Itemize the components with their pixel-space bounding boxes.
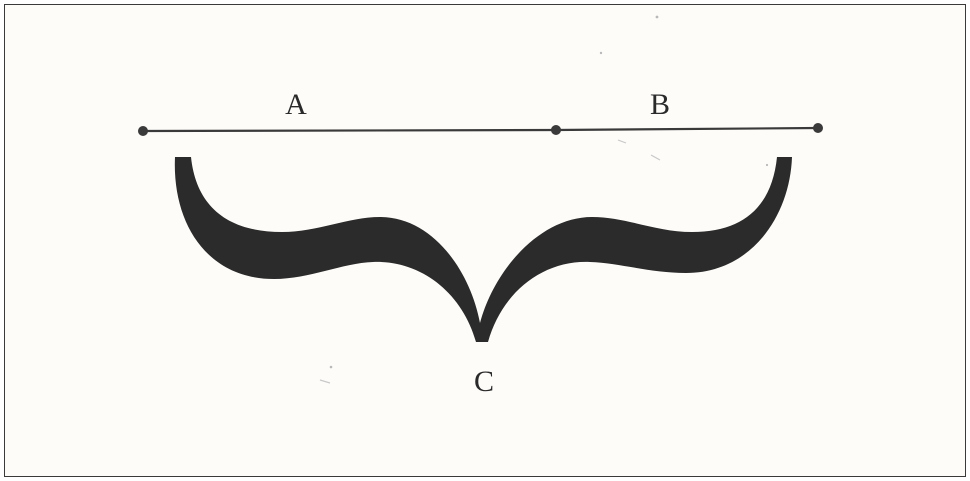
segment-b — [555, 126, 819, 132]
speck — [655, 15, 659, 19]
segment-a — [142, 128, 557, 133]
label-c: C — [474, 365, 494, 398]
specks — [329, 15, 769, 369]
speck — [599, 51, 603, 55]
label-b: B — [650, 88, 670, 121]
scratch — [319, 379, 331, 384]
scratch-marks — [319, 139, 661, 384]
speck — [329, 365, 333, 369]
speck — [765, 163, 769, 167]
measurement-line — [138, 123, 823, 136]
scratch — [617, 139, 627, 144]
middle-point — [551, 125, 561, 135]
scratch — [650, 154, 661, 161]
curved-shape — [174, 157, 792, 342]
label-a: A — [285, 88, 307, 121]
figure-frame — [4, 4, 966, 477]
right-endpoint — [813, 123, 823, 133]
left-endpoint — [138, 126, 148, 136]
